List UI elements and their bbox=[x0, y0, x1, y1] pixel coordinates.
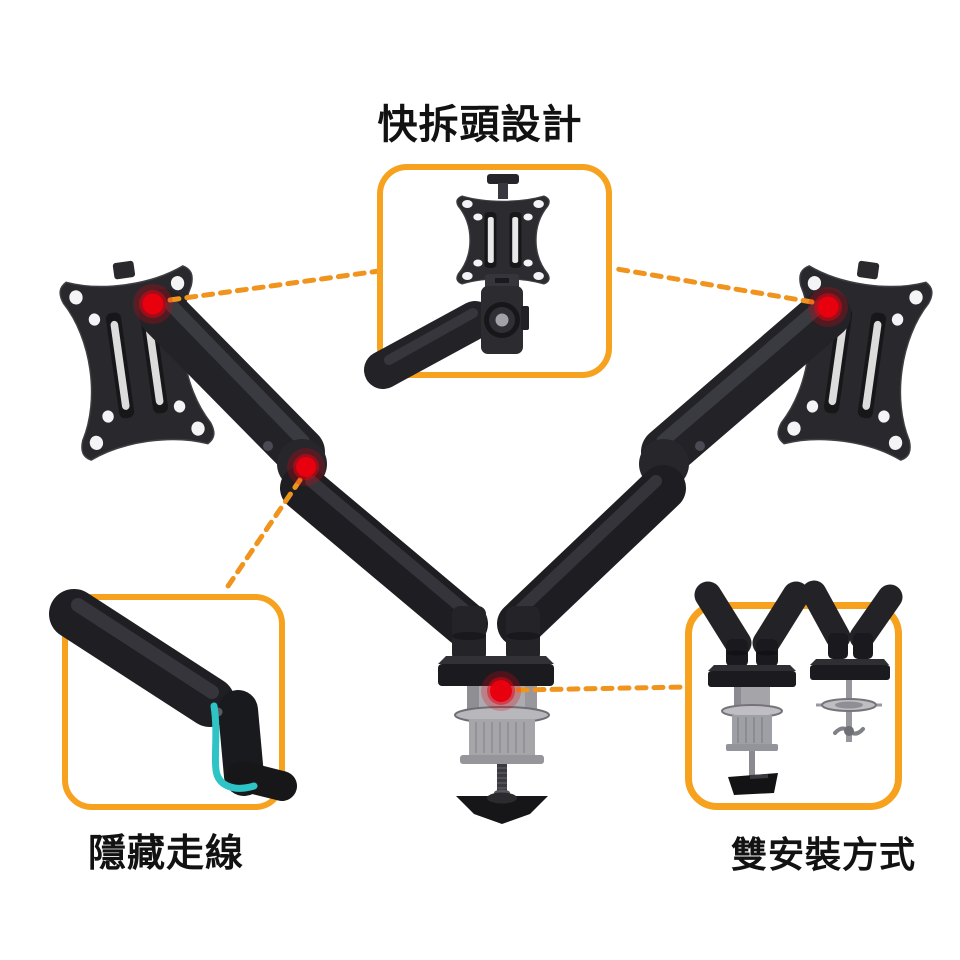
callout-markers bbox=[133, 284, 848, 711]
feature-label-hidden-cable: 隱藏走線 bbox=[88, 831, 245, 875]
desk-clamp-base bbox=[438, 606, 554, 824]
marker-left-elbow bbox=[287, 448, 325, 486]
dual-mount-detail-art bbox=[694, 580, 903, 795]
connector-elbow-to-bottom-left-box bbox=[221, 477, 303, 595]
hidden-cable-callout-box bbox=[49, 589, 297, 810]
marker-left-vesa bbox=[133, 284, 173, 324]
marker-right-vesa bbox=[808, 287, 848, 327]
connector-left-vesa-to-top-box bbox=[167, 268, 382, 303]
right-arm bbox=[497, 289, 851, 647]
marker-clamp bbox=[481, 671, 521, 711]
quick-release-callout-box bbox=[364, 164, 612, 389]
arm-head-icon bbox=[364, 274, 529, 389]
grommet-mount-icon bbox=[801, 580, 903, 742]
feature-title-quick-release: 快拆頭設計 bbox=[377, 102, 583, 148]
connector-clamp-to-bottom-right-box bbox=[515, 684, 689, 693]
thumbscrew-icon bbox=[487, 174, 519, 199]
arm-with-cable-icon bbox=[49, 589, 297, 801]
c-clamp-mount-icon bbox=[694, 581, 810, 795]
quick-release-detail-art bbox=[364, 174, 550, 389]
connector-right-vesa-to-top-box bbox=[608, 265, 815, 305]
hidden-cable-detail-art bbox=[49, 589, 297, 801]
cable-loop-segment bbox=[210, 702, 258, 792]
vesa-plate-front-icon bbox=[456, 195, 550, 285]
dual-mount-callout-box bbox=[685, 580, 903, 810]
feature-label-dual-mount: 雙安裝方式 bbox=[731, 835, 917, 876]
